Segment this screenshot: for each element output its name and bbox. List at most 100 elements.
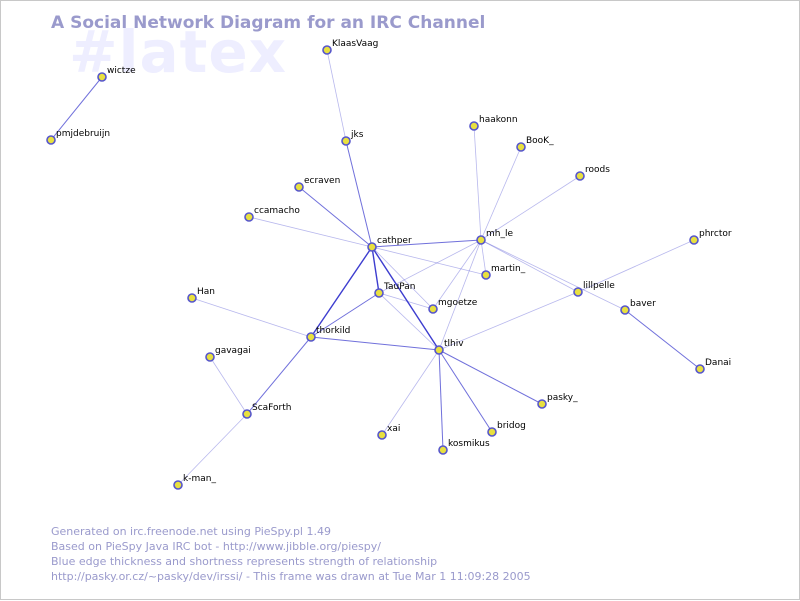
node-label-k-man: k-man_ bbox=[183, 474, 216, 484]
edge-cathper-martin bbox=[371, 246, 487, 276]
edge-scaforth-k-man bbox=[177, 413, 248, 486]
node-label-thorkild: thorkild bbox=[316, 326, 350, 336]
edge-cathper-taupan bbox=[371, 246, 380, 294]
footer-generated-line: Generated on irc.freenode.net using PieS… bbox=[51, 525, 331, 538]
node-label-klaasvaag: KlaasVaag bbox=[332, 39, 378, 49]
node-label-ecraven: ecraven bbox=[304, 176, 340, 186]
edge-tlhiv-kosmikus bbox=[438, 349, 444, 451]
node-phrctor bbox=[689, 235, 699, 245]
labels-layer: wictze pmjdebruijn KlaasVaag jks haakonnBooK… bbox=[56, 39, 732, 484]
node-baver bbox=[620, 305, 630, 315]
footer: Generated on irc.freenode.net using PieS… bbox=[51, 524, 751, 584]
node-label-baver: baver bbox=[630, 299, 656, 309]
node-book bbox=[516, 142, 526, 152]
node-bridog bbox=[487, 427, 497, 437]
nodes-layer bbox=[46, 45, 705, 490]
node-label-jks: jks bbox=[350, 130, 364, 140]
node-label-gavagai: gavagai bbox=[215, 346, 251, 356]
node-label-haakonn: haakonn bbox=[479, 115, 518, 125]
edge-tlhiv-xai bbox=[381, 349, 440, 436]
node-label-danai: Danai bbox=[705, 358, 731, 368]
edge-mh-le-lillpelle bbox=[480, 239, 579, 293]
node-label-book: BooK_ bbox=[526, 136, 554, 146]
node-martin bbox=[481, 270, 491, 280]
edge-mh-le-mgoetze bbox=[432, 239, 482, 310]
node-tlhiv bbox=[434, 345, 444, 355]
edge-ccamacho-cathper bbox=[248, 216, 373, 248]
node-label-pasky: pasky_ bbox=[547, 393, 578, 403]
node-jks bbox=[341, 136, 351, 146]
node-cathper bbox=[367, 242, 377, 252]
edge-cathper-mgoetze bbox=[371, 246, 434, 310]
edge-jks-cathper bbox=[345, 140, 373, 248]
node-roods bbox=[575, 171, 585, 181]
edge-roods-mh-le bbox=[480, 175, 581, 241]
edge-thorkild-scaforth bbox=[246, 336, 312, 415]
node-pasky bbox=[537, 399, 547, 409]
node-label-han: Han bbox=[197, 287, 215, 297]
node-haakonn bbox=[469, 121, 479, 131]
edge-wictze-pmjdebruijn bbox=[50, 76, 103, 141]
node-label-roods: roods bbox=[585, 165, 610, 175]
edge-cathper-thorkild bbox=[310, 246, 373, 338]
page-title: A Social Network Diagram for an IRC Chan… bbox=[51, 13, 486, 33]
node-label-tlhiv: tlhiv bbox=[444, 339, 464, 349]
node-label-phrctor: phrctor bbox=[699, 229, 732, 239]
node-label-martin: martin_ bbox=[491, 264, 526, 274]
channel-watermark: #latex bbox=[69, 18, 288, 86]
edge-book-mh-le bbox=[480, 146, 522, 241]
node-label-lillpelle: lillpelle bbox=[583, 281, 615, 291]
node-xai bbox=[377, 430, 387, 440]
node-mh-le bbox=[476, 235, 486, 245]
node-k-man bbox=[173, 480, 183, 490]
node-kosmikus bbox=[438, 445, 448, 455]
node-label-taupan: TauPan bbox=[383, 282, 415, 292]
footer-legend-line: Blue edge thickness and shortness repres… bbox=[51, 555, 438, 568]
node-lillpelle bbox=[573, 287, 583, 297]
node-taupan bbox=[374, 288, 384, 298]
edge-gavagai-scaforth bbox=[209, 356, 248, 415]
edge-phrctor-lillpelle bbox=[577, 239, 695, 293]
node-label-scaforth: ScaForth bbox=[252, 403, 291, 413]
node-wictze bbox=[97, 72, 107, 82]
node-scaforth bbox=[242, 409, 252, 419]
edge-ecraven-cathper bbox=[298, 186, 373, 248]
node-thorkild bbox=[306, 332, 316, 342]
edge-tlhiv-pasky bbox=[438, 349, 543, 405]
edge-cathper-mh-le bbox=[371, 239, 482, 248]
node-danai bbox=[695, 364, 705, 374]
node-klaasvaag bbox=[322, 45, 332, 55]
edges-layer bbox=[50, 49, 701, 486]
node-label-cathper: cathper bbox=[377, 236, 412, 246]
node-ecraven bbox=[294, 182, 304, 192]
edge-baver-mh-le bbox=[480, 239, 626, 311]
edge-thorkild-tlhiv bbox=[310, 336, 440, 351]
edge-cathper-tlhiv bbox=[371, 246, 440, 351]
node-han bbox=[187, 293, 197, 303]
node-label-mh-le: mh_le bbox=[486, 229, 513, 239]
node-label-xai: xai bbox=[387, 424, 400, 434]
node-mgoetze bbox=[428, 304, 438, 314]
edge-lillpelle-tlhiv bbox=[438, 291, 579, 351]
edge-mh-le-martin bbox=[480, 239, 487, 276]
edge-mh-le-taupan bbox=[378, 239, 482, 294]
edge-mh-le-tlhiv bbox=[438, 239, 482, 351]
edge-haakonn-mh-le bbox=[473, 125, 482, 241]
edge-tlhiv-bridog bbox=[438, 349, 493, 433]
node-label-ccamacho: ccamacho bbox=[254, 206, 300, 216]
node-ccamacho bbox=[244, 212, 254, 222]
node-label-kosmikus: kosmikus bbox=[448, 439, 490, 449]
node-label-bridog: bridog bbox=[497, 421, 526, 431]
edge-taupan-thorkild bbox=[310, 292, 380, 338]
node-label-wictze: wictze bbox=[107, 66, 136, 76]
footer-timestamp-line: http://pasky.or.cz/~pasky/dev/irssi/ - T… bbox=[51, 570, 531, 583]
node-label-mgoetze: mgoetze bbox=[438, 298, 478, 308]
edge-han-thorkild bbox=[191, 297, 312, 338]
node-label-pmjdebruijn: pmjdebruijn bbox=[56, 129, 110, 139]
node-gavagai bbox=[205, 352, 215, 362]
edge-klaasvaag-jks bbox=[326, 49, 347, 142]
edge-baver-danai bbox=[624, 309, 701, 370]
node-pmjdebruijn bbox=[46, 135, 56, 145]
